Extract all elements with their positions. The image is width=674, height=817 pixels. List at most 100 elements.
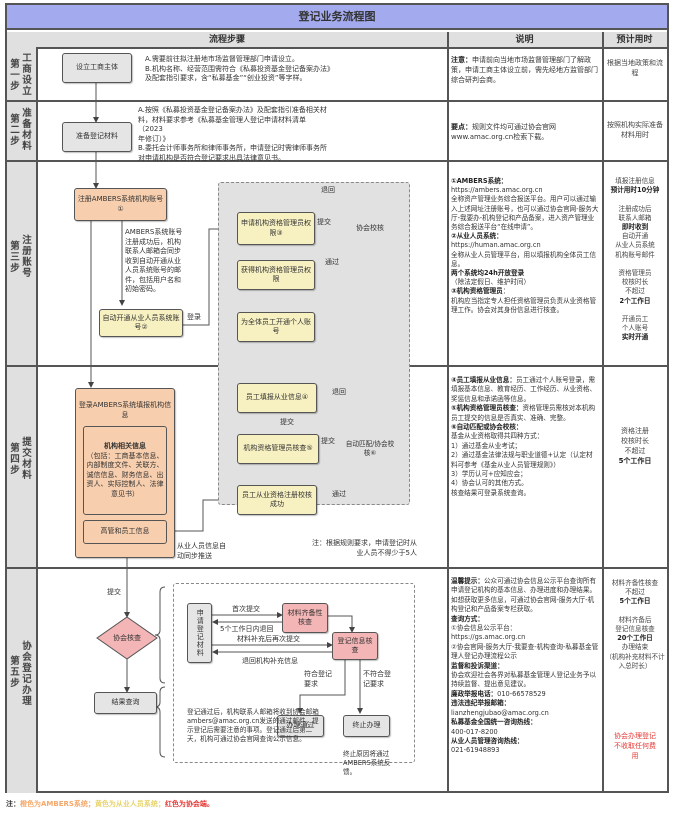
step-4-time: 资格注册校核时长不超过 5个工作日 bbox=[605, 426, 665, 466]
step-column bbox=[7, 32, 36, 793]
time-line bbox=[605, 607, 665, 616]
time-line: 联系人邮箱 bbox=[618, 213, 652, 222]
time-line: 预计用时10分钟 bbox=[610, 186, 660, 195]
note-line: 基金从业资格取得共四种方式： bbox=[451, 432, 544, 441]
note-line: 廉政举报电话：010-66578529 bbox=[451, 689, 546, 698]
step-5-number: 第五步 bbox=[10, 656, 20, 689]
note-line: https://human.amac.org.cn bbox=[451, 241, 541, 250]
register-ambers-box: 注册AMBERS系统机构账号① bbox=[74, 188, 167, 221]
step-2-text: A.按照《私募投资基金登记备案办法》及配套指引准备相关材料，材料要求参考《私募基… bbox=[138, 106, 328, 162]
terminated-text: 终止原因将通过AMBERS系统反馈。 bbox=[343, 750, 391, 776]
step-4-number: 第四步 bbox=[10, 443, 20, 476]
approved-text: 登记通过后，机构联系人邮箱将收到协会邮箱ambers@amac.org.cn发送… bbox=[187, 708, 319, 743]
note-line: ②协会官网-服务大厅-我要查-机构查询-私募基金管理人登记办理流程公示 bbox=[451, 642, 599, 661]
terminated-box: 终止办理 bbox=[343, 715, 390, 737]
first-submit-label: 首次提交 bbox=[232, 605, 260, 613]
step-5-name: 协会登记办理 bbox=[22, 641, 32, 707]
step-2-number: 第二步 bbox=[10, 114, 20, 147]
step-1-text: A.需要前往拟注册地市场监督管理部门申请设立。 B.机构名称、经营范围需符合《私… bbox=[145, 55, 335, 82]
note-line: ①协会信息公示平台： bbox=[451, 624, 517, 633]
time-line: （机构补充材料不计入总时长） bbox=[605, 652, 665, 670]
time-line: 校核时长 bbox=[621, 278, 649, 287]
note-line: 温馨提示：公众可通过协会信息公示平台查询所有申请登记机构的基本信息、办理进度和办… bbox=[451, 577, 597, 614]
note-line: 全称从业人员管理平台，用以填报机构全体员工信息。 bbox=[451, 250, 597, 268]
approved-box: 办理通过 bbox=[277, 715, 324, 737]
time-line: 登记信息核查 bbox=[615, 625, 655, 634]
time-line: 实时开通 bbox=[621, 333, 649, 342]
note-line: 400-017-8200 bbox=[451, 727, 498, 736]
step-1-note: 注意：申请前向当地市场监督管理部门了解政策，申请工商主体设立前，需先经地方监管部… bbox=[451, 56, 598, 84]
note-line: ③机构资格管理员： bbox=[451, 287, 510, 296]
step-5-notes: 温馨提示：公众可通过协会信息公示平台查询所有申请登记机构的基本信息、办理进度和办… bbox=[451, 577, 599, 756]
association-review-diamond: 协会核查 bbox=[113, 634, 141, 642]
color-legend: 注：橙色为AMBERS系统；黄色为从业人员系统；红色为协会端。 bbox=[6, 800, 214, 808]
time-line: 办理结束 bbox=[621, 643, 649, 652]
resubmit-label: 材料补充后再次提交 bbox=[237, 635, 300, 643]
submit-label-2: 提交 bbox=[321, 437, 335, 445]
note-line: 从业人员管理咨询热线： bbox=[451, 736, 524, 745]
time-line: 材料齐备后 bbox=[618, 615, 652, 624]
note-line: ①AMBERS系统： bbox=[451, 177, 508, 185]
rule-note: 注：根据规则要求，申请登记时从业人员不得少于5人 bbox=[312, 539, 417, 557]
note-line: 违法违纪举报邮箱： bbox=[451, 699, 511, 708]
note-line: ④员工填报从业信息：员工通过个人账号登录，需填报基本信息、教育经历、工作经历、从… bbox=[451, 376, 597, 403]
note-line: 021-61948893 bbox=[451, 746, 500, 755]
note-line: 两个系统均24h开放登录 bbox=[451, 269, 525, 278]
auto-open-account-box: 自动开通从业人员系统账号② bbox=[99, 309, 183, 337]
no-fee-notice: 协会办理登记不收取任何费用 bbox=[614, 732, 656, 760]
note-line: 监督和投诉渠道： bbox=[451, 661, 504, 670]
sync-label: 从业人员信息自动同步推送 bbox=[177, 542, 226, 560]
step-3-number: 第三步 bbox=[10, 241, 20, 274]
return-supplement-label: 退回机构补充信息 bbox=[242, 657, 298, 665]
pass-label-4: 通过 bbox=[332, 490, 346, 498]
time-line bbox=[605, 260, 665, 269]
association-check-diamond: 协会校核 bbox=[356, 224, 384, 232]
note-line: 全称资产管理业务综合报送平台。用户可以通过输入上述网址注册账号，也可以通过协会官… bbox=[451, 195, 599, 232]
submit-label-1: 提交 bbox=[280, 418, 294, 426]
note-line: 2）通过基金法律法规与职业道德+认定（认定材料可参考《基金从业人员管理规则》） bbox=[451, 451, 593, 469]
get-admin-box: 获得机构资格管理员权限 bbox=[237, 260, 315, 290]
return-5days-label: 5个工作日内退回 bbox=[220, 625, 274, 633]
time-line bbox=[605, 195, 665, 204]
time-line: 从业人员系统 bbox=[615, 241, 655, 250]
time-line: 不超过 bbox=[625, 287, 645, 296]
completeness-check-box: 材料齐备性核查 bbox=[282, 603, 328, 633]
note-line: ⑤机构资格管理员核查：资格管理员需核对本机构员工提交的信息是否真实、准确、完整。 bbox=[451, 404, 596, 422]
time-line: 不超过 bbox=[625, 588, 645, 597]
auto-match-diamond: 自动匹配/协会校核⑥ bbox=[345, 440, 395, 457]
note-line: ②从业人员系统： bbox=[451, 232, 503, 241]
note-line: 核查结果可登录系统查询。 bbox=[451, 488, 531, 497]
step-3-time: 填报注册信息预计用时10分钟 注册成功后联系人邮箱即时收到自动开通从业人员系统机… bbox=[605, 177, 665, 343]
time-line: 材料齐备性核查 bbox=[611, 579, 659, 587]
return-label: 退回 bbox=[321, 186, 335, 194]
time-line: 开通员工 bbox=[621, 315, 649, 324]
legend-yellow: 黄色为从业人员系统； bbox=[94, 800, 165, 808]
step-4-notes: ④员工填报从业信息：员工通过个人账号登录，需填报基本信息、教育经历、工作经历、从… bbox=[451, 376, 599, 498]
registration-success-box: 员工从业资格注册校核成功 bbox=[237, 485, 317, 515]
note-line: https://gs.amac.org.cn bbox=[451, 633, 526, 642]
time-line: 资格注册 bbox=[621, 427, 649, 435]
step-1-time: 根据当地政策和流程 bbox=[607, 59, 663, 77]
step-1-number: 第一步 bbox=[10, 59, 20, 92]
auto-open-text: AMBERS系统账号注册成功后，机构联系人邮箱会同步收到自动开通从业人员系统账号… bbox=[125, 228, 183, 293]
return-label-4: 退回 bbox=[332, 388, 346, 396]
note-line: （除法定假日、维护时间） bbox=[451, 278, 531, 287]
flowchart-frame: 登记业务流程图 流程步骤 说明 预计用时 第一步 工商设立 第二步 准备材料 第… bbox=[5, 3, 669, 793]
submit-label: 提交 bbox=[317, 218, 331, 226]
step-4-name: 提交材料 bbox=[22, 437, 32, 481]
time-line: 5个工作日 bbox=[618, 457, 652, 465]
step-2-name: 准备材料 bbox=[22, 108, 32, 152]
institution-info-box: 机构相关信息 （包括：工商基本信息、内部制度文件、关联方、诚信信息、财务信息、出… bbox=[83, 426, 167, 515]
time-line: 不超过 bbox=[624, 447, 646, 455]
time-line: 注册成功后 bbox=[618, 204, 652, 213]
note-line: 查询方式： bbox=[451, 614, 484, 623]
note-line: lianzhengjubao@amac.org.cn bbox=[451, 708, 549, 717]
info-check-box: 登记信息核查 bbox=[332, 632, 378, 660]
note-line: 私募基金全国统一咨询热线： bbox=[451, 718, 537, 727]
apply-admin-box: 申请机构资格管理员权限③ bbox=[237, 212, 315, 245]
result-query-box: 结果查询 bbox=[94, 692, 157, 714]
open-accounts-box: 为全体员工开通个人账号 bbox=[237, 312, 315, 342]
time-line: 校核时长 bbox=[621, 437, 649, 445]
